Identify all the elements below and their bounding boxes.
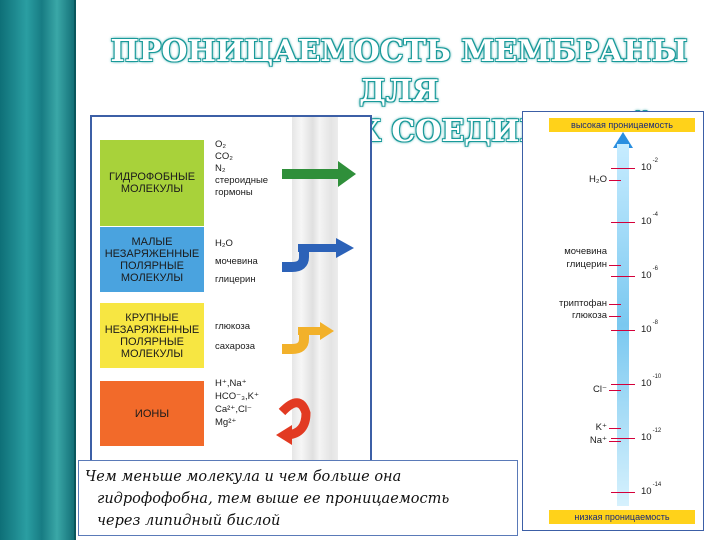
pointer — [609, 316, 621, 317]
arrow-slowly-passes-icon — [282, 322, 334, 354]
caption-line-2: гидрофофобна, тем выше ее проницаемость — [97, 491, 450, 507]
arrow-partially-passes-icon — [282, 238, 354, 272]
group-ions-items: H⁺,Na⁺ HCO⁻₃,K⁺ Ca²⁺,Cl⁻ Mg²⁺ — [215, 377, 259, 429]
pointer — [609, 441, 621, 442]
ion-ca-cl: Ca²⁺,Cl⁻ — [215, 404, 252, 415]
tick — [611, 222, 635, 223]
molecule-glucose: глюкоза — [215, 321, 251, 332]
exp-label: 10-12 — [641, 428, 662, 444]
group-small-polar-items: H₂O мочевина глицерин — [215, 238, 258, 286]
caption-line-1: Чем меньше молекула и чем больше она — [85, 469, 402, 485]
title-line-1: ПРОНИЦАЕМОСТЬ МЕМБРАНЫ ДЛЯ — [110, 34, 688, 109]
ion-h-na: H⁺,Na⁺ — [215, 378, 247, 389]
group-small-polar-label: МАЛЫЕ НЕЗАРЯЖЕННЫЕ ПОЛЯРНЫЕ МОЛЕКУЛЫ — [104, 235, 200, 284]
exp-label: 10-4 — [641, 212, 658, 228]
tick — [611, 330, 635, 331]
pointer — [609, 304, 621, 305]
scale-molecule-glycerol: глицерин — [566, 259, 607, 270]
group-large-polar-label: КРУПНЫЕ НЕЗАРЯЖЕННЫЕ ПОЛЯРНЫЕ МОЛЕКУЛЫ — [104, 311, 200, 360]
group-ions-box: ИОНЫ — [100, 381, 204, 446]
molecule-urea: мочевина — [215, 256, 258, 267]
molecule-o2: O₂ — [215, 139, 227, 150]
pointer — [609, 428, 621, 429]
scale-molecule-glucose: глюкоза — [571, 310, 607, 321]
molecule-glycerol: глицерин — [215, 274, 256, 285]
pointer — [609, 180, 621, 181]
molecule-co2: CO₂ — [215, 151, 233, 162]
group-hydrophobic-box: ГИДРОФОБНЫЕ МОЛЕКУЛЫ — [100, 140, 204, 226]
permeability-diagram: ГИДРОФОБНЫЕ МОЛЕКУЛЫ O₂ CO₂ N₂ стероидны… — [90, 115, 372, 464]
scale-molecule-tryptophan: триптофан — [559, 298, 607, 309]
scale-bar — [617, 144, 629, 506]
group-hydrophobic-label: ГИДРОФОБНЫЕ МОЛЕКУЛЫ — [108, 171, 196, 195]
exp-label: 10-8 — [641, 320, 658, 336]
group-large-polar-box: КРУПНЫЕ НЕЗАРЯЖЕННЫЕ ПОЛЯРНЫЕ МОЛЕКУЛЫ — [100, 303, 204, 368]
caption-box: Чем меньше молекула и чем больше она гид… — [78, 460, 518, 536]
ion-mg: Mg²⁺ — [215, 417, 237, 428]
exp-label: 10-14 — [641, 482, 662, 498]
pointer — [609, 390, 621, 391]
molecule-steroid: стероидные — [215, 175, 269, 186]
molecule-hormones: гормоны — [215, 187, 253, 198]
tick — [611, 438, 635, 439]
scale-molecule-na: Na⁺ — [589, 435, 607, 446]
group-hydrophobic-items: O₂ CO₂ N₂ стероидные гормоны — [215, 139, 268, 199]
arrow-passes-icon — [282, 161, 356, 187]
exp-label: 10-2 — [641, 158, 658, 174]
decorative-curtain — [0, 0, 76, 540]
permeation-arrows — [276, 161, 356, 445]
molecule-n2: N₂ — [215, 163, 226, 174]
low-permeability-label: низкая проницаемость — [549, 510, 695, 524]
tick — [611, 168, 635, 169]
tick — [611, 492, 635, 493]
high-permeability-label: высокая проницаемость — [549, 118, 695, 132]
caption-line-3: через липидный бислой — [97, 513, 281, 529]
tick — [611, 384, 635, 385]
scale-molecule-k: K⁺ — [595, 422, 607, 433]
scale-molecule-h2o: H₂O — [589, 174, 607, 185]
exp-label: 10-10 — [641, 374, 662, 390]
group-small-polar-box: МАЛЫЕ НЕЗАРЯЖЕННЫЕ ПОЛЯРНЫЕ МОЛЕКУЛЫ — [100, 227, 204, 292]
molecule-sucrose: сахароза — [215, 341, 256, 352]
group-large-polar-items: глюкоза сахароза — [215, 321, 255, 353]
arrow-reflected-icon — [276, 398, 311, 445]
exp-label: 10-6 — [641, 266, 658, 282]
scale-molecule-cl: Cl⁻ — [593, 384, 607, 395]
molecule-h2o: H₂O — [215, 238, 233, 249]
pointer — [609, 265, 621, 266]
ion-hco3-k: HCO⁻₃,K⁺ — [215, 391, 259, 402]
tick — [611, 276, 635, 277]
group-ions-label: ИОНЫ — [134, 407, 170, 420]
scale-molecule-urea: мочевина — [564, 246, 607, 257]
permeability-scale: высокая проницаемость 10-2 10-4 10-6 10-… — [522, 111, 704, 531]
